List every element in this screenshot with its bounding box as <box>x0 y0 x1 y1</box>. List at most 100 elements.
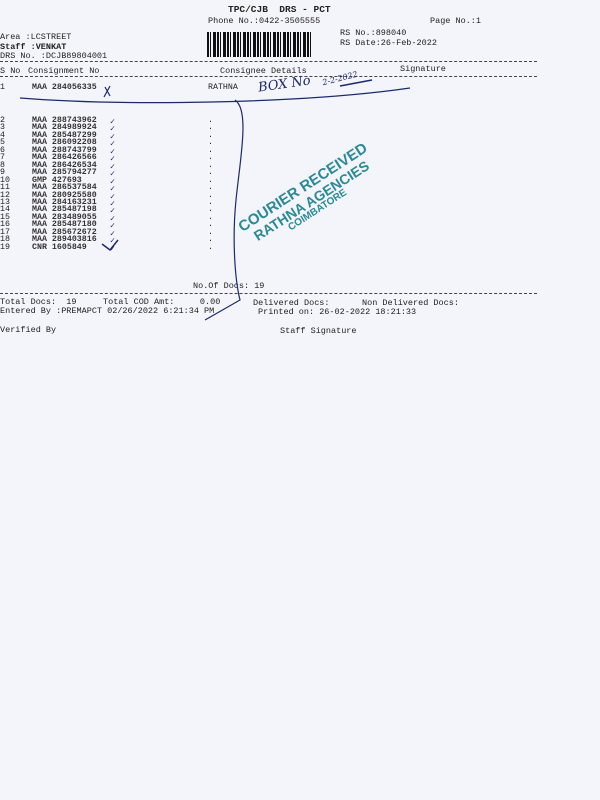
check-icon: ✓ <box>110 214 115 224</box>
col-sno: S No <box>0 66 21 76</box>
total-cod: Total COD Amt: 0.00 <box>103 297 221 307</box>
row-sno: 5 <box>0 138 5 148</box>
row-consignment: MAA 283489055 <box>32 212 97 222</box>
check-icon: ✓ <box>110 118 115 127</box>
barcode <box>207 32 312 57</box>
row-consignment: MAA 289403816 <box>32 235 97 245</box>
row-consignment: MAA 285794277 <box>32 168 97 178</box>
row-dot: . <box>208 145 213 155</box>
row-consignment: MAA 280925580 <box>32 190 97 200</box>
row-sno: 11 <box>0 183 10 193</box>
row-consignment: MAA 284163231 <box>32 197 97 207</box>
check-icon: ✓ <box>110 147 115 157</box>
row-consignee: RATHNA <box>208 83 238 92</box>
delivered-docs: Delivered Docs: <box>253 298 330 308</box>
row-sno: 13 <box>0 197 10 207</box>
check-icon: ✓ <box>110 185 115 195</box>
row-dot: . <box>208 227 213 237</box>
check-icon: ✓ <box>110 155 115 165</box>
row-sno: 15 <box>0 212 10 222</box>
check-icon: ✓ <box>110 125 115 135</box>
col-signature: Signature <box>400 64 446 74</box>
rs-date: RS Date:26-Feb-2022 <box>340 38 437 48</box>
col-consignment: Consignment No <box>28 66 100 76</box>
row-consignment: MAA 288743962 <box>32 116 97 125</box>
row-consignment: MAA 286537584 <box>32 183 97 193</box>
check-icon: ✓ <box>110 244 115 254</box>
check-icon: ✓ <box>110 207 115 217</box>
row-consignment: GMP 427693 <box>32 175 82 185</box>
row-consignment: MAA 285487180 <box>32 220 97 230</box>
row-consignment: CNR 1605849 <box>32 242 87 252</box>
check-icon: ✓ <box>110 192 115 202</box>
row-dot: . <box>208 175 213 185</box>
row-sno: 1 <box>0 83 5 92</box>
row-sno: 4 <box>0 130 5 140</box>
phone: Phone No.:0422-3505555 <box>208 16 321 26</box>
divider <box>0 76 537 77</box>
row-dot: . <box>208 116 213 125</box>
row-consignment: MAA 286426534 <box>32 160 97 170</box>
row-dot: . <box>208 197 213 207</box>
check-icon: ✓ <box>110 170 115 180</box>
row-dot: . <box>208 183 213 193</box>
row-sno: 10 <box>0 175 10 185</box>
check-icon: ✓ <box>110 177 115 187</box>
printed-on: Printed on: 26-02-2022 18:21:33 <box>258 307 417 317</box>
row-consignment: MAA 285487198 <box>32 205 97 215</box>
non-delivered-docs: Non Delivered Docs: <box>362 298 459 308</box>
row-sno: 19 <box>0 242 10 252</box>
row-dot: . <box>208 130 213 140</box>
staff: Staff :VENKAT <box>0 42 67 52</box>
row-sno: 2 <box>0 116 5 125</box>
check-icon: ✓ <box>110 132 115 142</box>
row-consignment: MAA 286426566 <box>32 153 97 163</box>
row-consignment: MAA 288743799 <box>32 145 97 155</box>
row-consignment: MAA 285672672 <box>32 227 97 237</box>
row-sno: 18 <box>0 235 10 245</box>
row-sno: 6 <box>0 145 5 155</box>
divider <box>0 61 537 62</box>
entered-by: Entered By :PREMAPCT 02/26/2022 6:21:34 … <box>0 306 215 316</box>
row-dot: . <box>208 138 213 148</box>
row-sno: 17 <box>0 227 10 237</box>
check-icon: ✓ <box>110 237 115 247</box>
col-consignee: Consignee Details <box>220 66 307 76</box>
check-icon: ✓ <box>110 222 115 232</box>
check-icon: ✓ <box>110 199 115 209</box>
row-dot: . <box>208 212 213 222</box>
check-icon: ✓ <box>110 162 115 172</box>
page-no: Page No.:1 <box>430 16 482 26</box>
row-consignment: MAA 286092208 <box>32 138 97 148</box>
row-dot: . <box>208 168 213 178</box>
row-sno: 16 <box>0 220 10 230</box>
row-dot: . <box>208 235 213 245</box>
row-dot: . <box>208 242 213 252</box>
row-consignment: MAA 284056335 <box>32 83 97 92</box>
no-of-docs: No.Of Docs: 19 <box>193 281 265 291</box>
divider <box>0 293 537 294</box>
drs-no: DRS No. :DCJB89804001 <box>0 51 108 61</box>
row-sno: 7 <box>0 153 5 163</box>
row-sno: 8 <box>0 160 5 170</box>
row-sno: 12 <box>0 190 10 200</box>
row-dot: . <box>208 160 213 170</box>
row-consignment: MAA 285487299 <box>32 130 97 140</box>
total-docs: Total Docs: 19 <box>0 297 77 307</box>
row-sno: 9 <box>0 168 5 178</box>
row-dot: . <box>208 220 213 230</box>
doc-title: TPC/CJB DRS - PCT <box>228 4 331 15</box>
row-sno: 14 <box>0 205 10 215</box>
check-icon: ✓ <box>110 140 115 150</box>
check-icon: ✓ <box>110 229 115 239</box>
row-consignment: MAA 284989924 <box>32 123 97 133</box>
rs-no: RS No.:898040 <box>340 28 407 38</box>
staff-signature: Staff Signature <box>280 326 357 336</box>
row-sno: 3 <box>0 123 5 133</box>
verified-by: Verified By <box>0 325 57 335</box>
row-dot: . <box>208 123 213 133</box>
row-dot: . <box>208 190 213 200</box>
area: Area :LCSTREET <box>0 32 72 42</box>
